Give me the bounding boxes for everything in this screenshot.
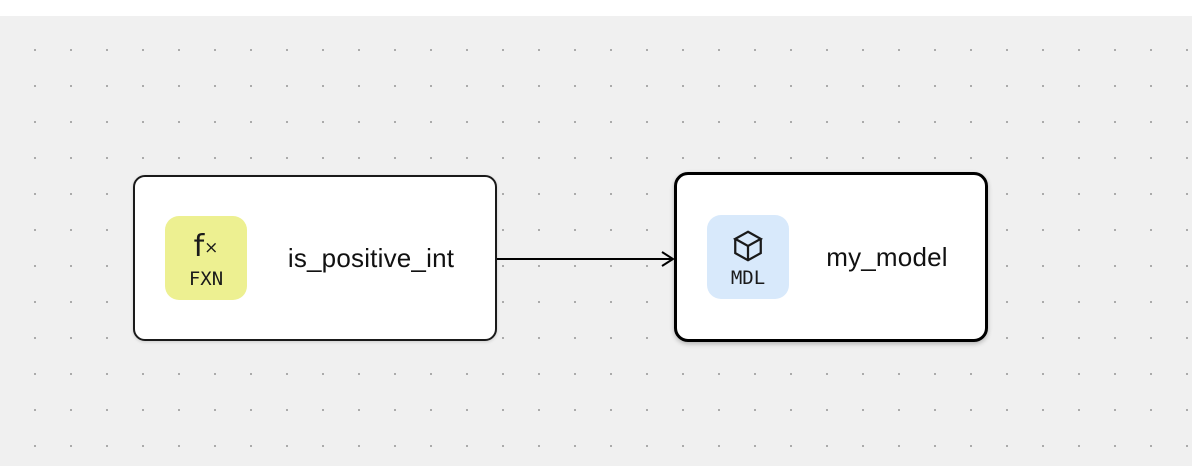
- edge-arrow[interactable]: [497, 249, 677, 269]
- node-title: is_positive_int: [287, 242, 455, 273]
- dot-grid-canvas[interactable]: f× FXN is_positive_int MDL my_model: [0, 16, 1192, 466]
- node-is-positive-int[interactable]: f× FXN is_positive_int: [133, 175, 497, 341]
- function-icon-x: ×: [204, 238, 219, 258]
- node-my-model[interactable]: MDL my_model: [674, 172, 988, 342]
- top-margin-strip: [0, 0, 1192, 16]
- node-type-label: MDL: [730, 266, 766, 289]
- function-icon-f: f: [193, 228, 205, 264]
- bottom-margin-strip: [0, 466, 1192, 472]
- cube-icon: [730, 226, 766, 266]
- function-icon: f×: [194, 227, 219, 267]
- node-type-label: FXN: [188, 267, 224, 290]
- node-title: my_model: [826, 241, 948, 272]
- function-badge: f× FXN: [165, 216, 247, 300]
- model-badge: MDL: [707, 215, 789, 299]
